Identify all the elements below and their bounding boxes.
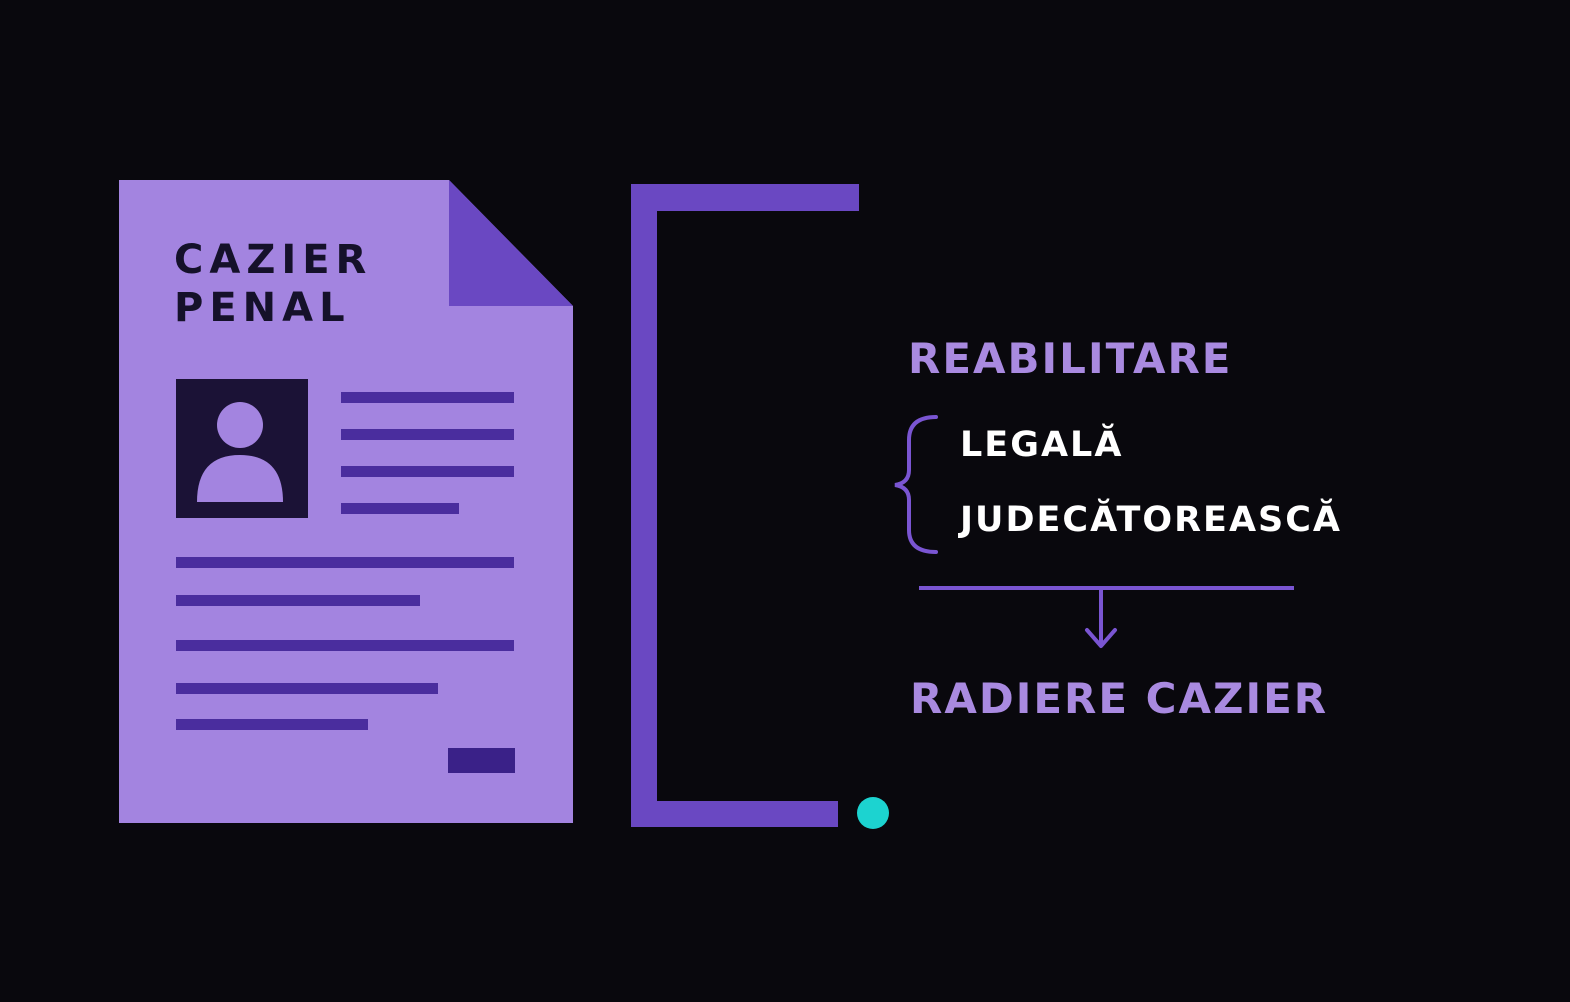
text-line (341, 466, 514, 477)
text-line (341, 429, 514, 440)
text-line (341, 503, 459, 514)
stamp-block (448, 748, 515, 773)
bracket-icon (631, 184, 859, 827)
rehabilitation-type-legal: LEGALĂ (960, 425, 1124, 465)
document-icon (119, 180, 573, 823)
document-paper (119, 180, 573, 823)
document-corner-fold (449, 180, 573, 306)
text-line (176, 557, 514, 568)
result-label: RADIERE CAZIER (910, 674, 1329, 723)
text-line (341, 392, 514, 403)
text-line (176, 719, 368, 730)
dot-icon (857, 797, 889, 829)
curly-brace-icon (894, 415, 938, 554)
rehabilitation-type-judicial: JUDECĂTOREASCĂ (960, 500, 1343, 540)
document-title-line1: CAZIER (174, 237, 373, 283)
document-title: CAZIER PENAL (174, 236, 372, 332)
arrow-down-icon (1085, 588, 1117, 648)
text-line (176, 640, 514, 651)
person-icon (197, 402, 283, 502)
text-line (176, 595, 420, 606)
rehabilitation-heading: REABILITARE (908, 334, 1233, 383)
text-line (176, 683, 438, 694)
document-title-line2: PENAL (174, 285, 351, 331)
